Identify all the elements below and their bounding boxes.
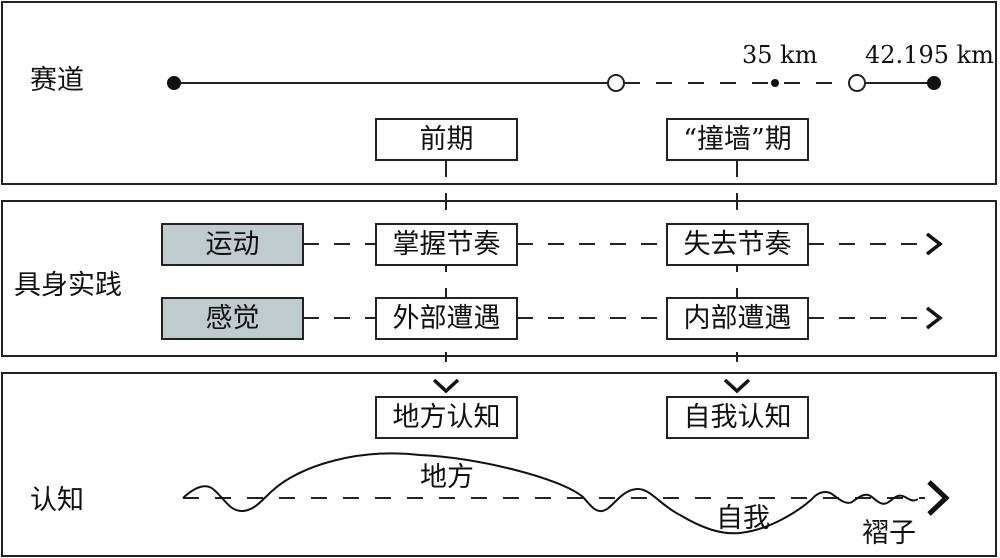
wall-end-circle — [848, 74, 866, 92]
movement-wall: 失去节奏 — [666, 223, 809, 266]
place-cognition: 地方认知 — [375, 396, 518, 439]
cognition-label: 认知 — [30, 485, 84, 516]
chevron-right-icon — [925, 232, 943, 256]
chevron-down-icon — [432, 378, 460, 394]
wall-start-circle — [607, 74, 625, 92]
category-movement: 运动 — [161, 223, 304, 266]
sensation-wall: 内部遭遇 — [666, 297, 809, 340]
sensation-early: 外部遭遇 — [375, 297, 518, 340]
track-label: 赛道 — [30, 65, 84, 96]
km35-label: 35 km — [742, 41, 818, 69]
phase-early: 前期 — [375, 118, 518, 161]
movement-early: 掌握节奏 — [375, 223, 518, 266]
chevron-down-icon — [723, 378, 751, 394]
self-cognition: 自我认知 — [666, 396, 809, 439]
chevron-right-icon — [925, 306, 943, 330]
wave-label-place: 地方 — [420, 462, 474, 493]
phase-wall: “撞墙”期 — [666, 118, 809, 161]
chevron-right-icon — [927, 480, 950, 516]
category-sensation: 感觉 — [161, 297, 304, 340]
finish-dot — [927, 76, 941, 90]
finish-label: 42.195 km — [865, 41, 994, 69]
start-dot — [167, 76, 181, 90]
embodied-practice-label: 具身实践 — [14, 270, 122, 301]
km35-dot — [771, 79, 779, 87]
cognition-wave — [182, 452, 919, 535]
wave-label-fold: 褶子 — [862, 518, 916, 549]
wave-label-self: 自我 — [716, 503, 770, 534]
